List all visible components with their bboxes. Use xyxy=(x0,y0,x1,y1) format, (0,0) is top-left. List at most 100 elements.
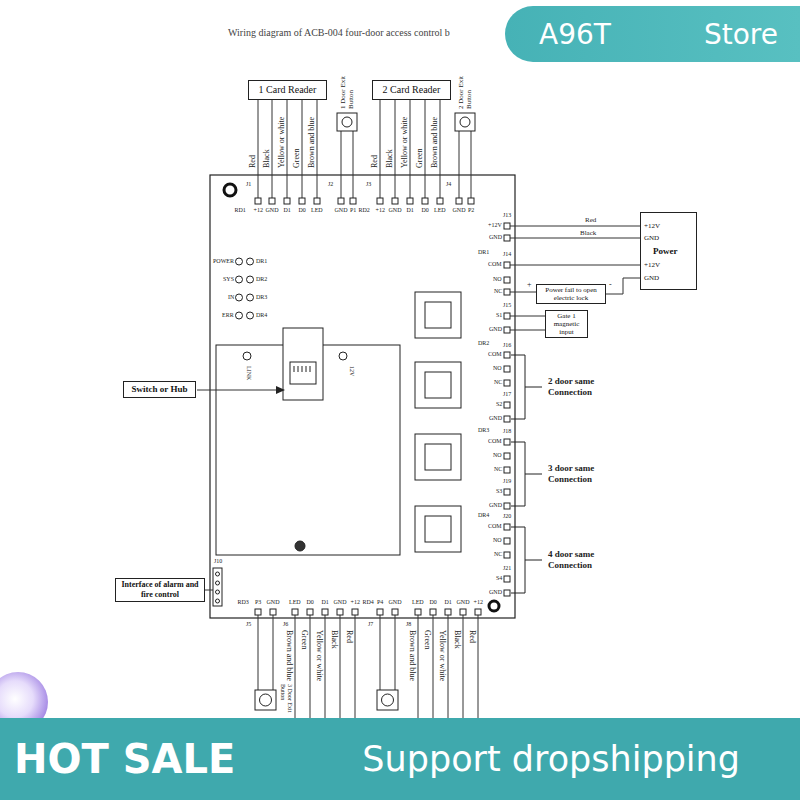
node-text: Interface of alarm and fire control xyxy=(119,580,201,600)
promo-bar: HOT SALESupport dropshipping xyxy=(0,718,800,800)
pin-name: RD4 xyxy=(363,599,374,606)
wire-color-label: Black xyxy=(330,630,339,649)
node-text: GND xyxy=(644,274,659,283)
connector-name: J2 xyxy=(328,181,333,188)
connector-name: J1 xyxy=(246,181,251,188)
header-pin xyxy=(392,609,398,615)
pin-name: GND xyxy=(489,502,502,509)
button-label: 1 Door Exit Button xyxy=(339,67,355,109)
connector-name: J17 xyxy=(503,391,511,398)
relay-name: DR1 xyxy=(478,249,489,256)
relay xyxy=(415,434,461,480)
pin-name: +12V xyxy=(488,222,502,229)
pin-name: RD3 xyxy=(238,599,249,606)
relay xyxy=(415,362,461,408)
header-pin xyxy=(407,198,413,204)
pin-name: GND xyxy=(335,207,348,214)
pin-name: D0 xyxy=(299,207,306,214)
header-pin xyxy=(504,590,510,596)
node-text: Gate 1 magnetic input xyxy=(549,312,584,336)
wire-color-label: Brown and blue xyxy=(285,630,294,681)
wire xyxy=(258,100,471,198)
wire-color-label: Brown and blue xyxy=(430,117,439,168)
pin-name: GND xyxy=(389,599,402,606)
pin-name: RD2 xyxy=(359,207,370,214)
pin-name: NC xyxy=(494,466,502,473)
header-pin xyxy=(352,609,358,615)
pin-name: NO xyxy=(493,276,502,283)
header-pin xyxy=(504,223,510,229)
relay xyxy=(425,302,451,328)
pin-name: LED xyxy=(289,599,301,606)
pin-name: GND xyxy=(266,207,279,214)
wire-color-label: Green xyxy=(292,148,301,168)
pin-name: S2 xyxy=(496,401,502,408)
relay xyxy=(415,292,461,338)
circuit-board xyxy=(210,175,515,618)
relay xyxy=(415,506,461,552)
arrow-head xyxy=(276,386,285,394)
header-pin xyxy=(504,277,510,283)
alarm-box: Interface of alarm and fire control xyxy=(115,578,205,602)
relay-name: DR4 xyxy=(478,512,489,519)
pin-name: GND xyxy=(489,234,502,241)
wire-color-label: Green xyxy=(423,630,432,650)
pin-name: D0 xyxy=(430,599,437,606)
button-label: 2 Door Exit Button xyxy=(457,67,473,109)
connector-name: J20 xyxy=(503,513,511,520)
pin-name: GND xyxy=(489,415,502,422)
pin-name: GND xyxy=(489,589,502,596)
node-text: Support dropshipping xyxy=(362,739,740,779)
status-led xyxy=(236,312,243,319)
led-label: DR1 xyxy=(256,258,267,265)
pin-name: S4 xyxy=(496,575,502,582)
pin-name: +12 xyxy=(376,207,385,214)
wire-color-label: Red xyxy=(248,155,257,168)
header-pin xyxy=(255,198,261,204)
exit-button xyxy=(377,690,398,710)
header-pin xyxy=(292,609,298,615)
header-pin xyxy=(255,198,510,615)
wire-color-label: Red xyxy=(370,155,379,168)
pin-name: COM xyxy=(488,438,502,445)
bracket xyxy=(511,527,542,593)
pin-name: P1 xyxy=(350,207,356,214)
header-pin xyxy=(456,198,462,204)
header-pin xyxy=(299,198,305,204)
network-module xyxy=(283,328,323,400)
pin-name: RD1 xyxy=(235,207,246,214)
connector-name: J14 xyxy=(503,251,511,258)
pin-name: LED xyxy=(311,207,323,214)
pin-name: GND xyxy=(457,599,470,606)
connector-name: J10 xyxy=(214,558,222,565)
pin-name: GND xyxy=(334,599,347,606)
wire-color-label: Red xyxy=(345,630,354,643)
exit-button xyxy=(342,117,352,127)
relay xyxy=(425,444,451,470)
alarm-connector xyxy=(216,599,220,603)
header-pin xyxy=(430,609,436,615)
lock-box: Power fail to open electric lock xyxy=(536,284,606,304)
pin-name: D1 xyxy=(322,599,329,606)
wire-color-label: Red xyxy=(585,216,596,224)
wire-connector xyxy=(606,278,640,294)
connector-name: J6 xyxy=(283,621,288,628)
led-label: DR4 xyxy=(256,312,267,319)
wire-color-label: Yellow or white xyxy=(400,117,409,168)
connector-name: J15 xyxy=(503,302,511,309)
led-label: DR2 xyxy=(256,276,267,283)
circuit-board xyxy=(224,184,236,196)
connector-name: J21 xyxy=(503,565,511,572)
node-text: +12V xyxy=(644,261,660,270)
arrow-head xyxy=(276,386,285,394)
alarm-connector xyxy=(213,568,222,606)
bracket xyxy=(511,442,542,506)
store-banner: A96TStore xyxy=(505,6,800,62)
led-label: LINK xyxy=(245,366,252,380)
led-label: DR3 xyxy=(256,294,267,301)
pin-name: NC xyxy=(494,288,502,295)
pin-name: D1 xyxy=(284,207,291,214)
node-text: +12V xyxy=(644,222,660,231)
wire-color-label: Black xyxy=(385,149,394,168)
header-pin xyxy=(504,524,510,530)
